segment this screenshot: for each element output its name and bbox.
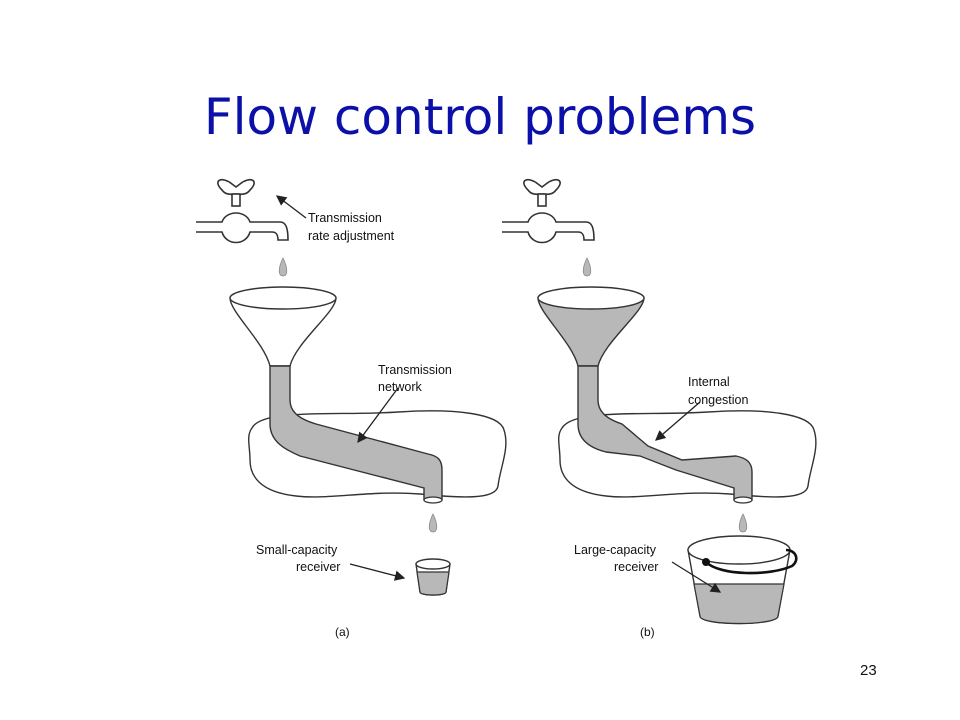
pipe-a-outlet [423, 496, 443, 504]
receiver-label-b-line1: Large-capacity [574, 543, 657, 557]
network-label-line1: Transmission [378, 363, 452, 377]
tap-label-arrow-a [275, 195, 307, 219]
panel-b-label: (b) [640, 625, 655, 639]
funnel-a-rim [229, 286, 337, 310]
pipe-b-outlet [733, 496, 753, 504]
page-number: 23 [860, 662, 877, 679]
panel-a: Transmission rate adjustment Transmissio… [196, 178, 507, 639]
water-drop-b2-icon [738, 513, 748, 533]
network-label-line2: network [378, 380, 423, 394]
congestion-label-line1: Internal [688, 375, 730, 389]
tap-label-line1: Transmission [308, 211, 382, 225]
water-drop-b-icon [582, 257, 592, 277]
receiver-label-a-line1: Small-capacity [256, 543, 338, 557]
faucet-b-icon [502, 178, 595, 244]
water-drop-a-icon [278, 257, 288, 277]
pipe-a [269, 365, 443, 501]
large-receiver-bucket [687, 535, 798, 625]
congestion-label-arrow-b [655, 401, 701, 441]
funnel-b-rim [537, 286, 645, 310]
panel-b: Internal congestion Large-capacity recei… [502, 178, 817, 639]
pipe-b [577, 365, 753, 501]
page-title: Flow control problems [203, 88, 757, 146]
congestion-label-line2: congestion [688, 393, 749, 407]
receiver-label-a-line2: receiver [296, 560, 340, 574]
receiver-label-b-line2: receiver [614, 560, 658, 574]
tap-label-line2: rate adjustment [308, 229, 395, 243]
network-label-arrow-a [357, 387, 399, 444]
receiver-label-arrow-a [349, 563, 406, 581]
panel-a-label: (a) [335, 625, 350, 639]
small-receiver-cup [415, 558, 451, 596]
receiver-label-arrow-b [671, 561, 722, 593]
faucet-a-icon [196, 178, 289, 244]
water-drop-a2-icon [428, 513, 438, 533]
